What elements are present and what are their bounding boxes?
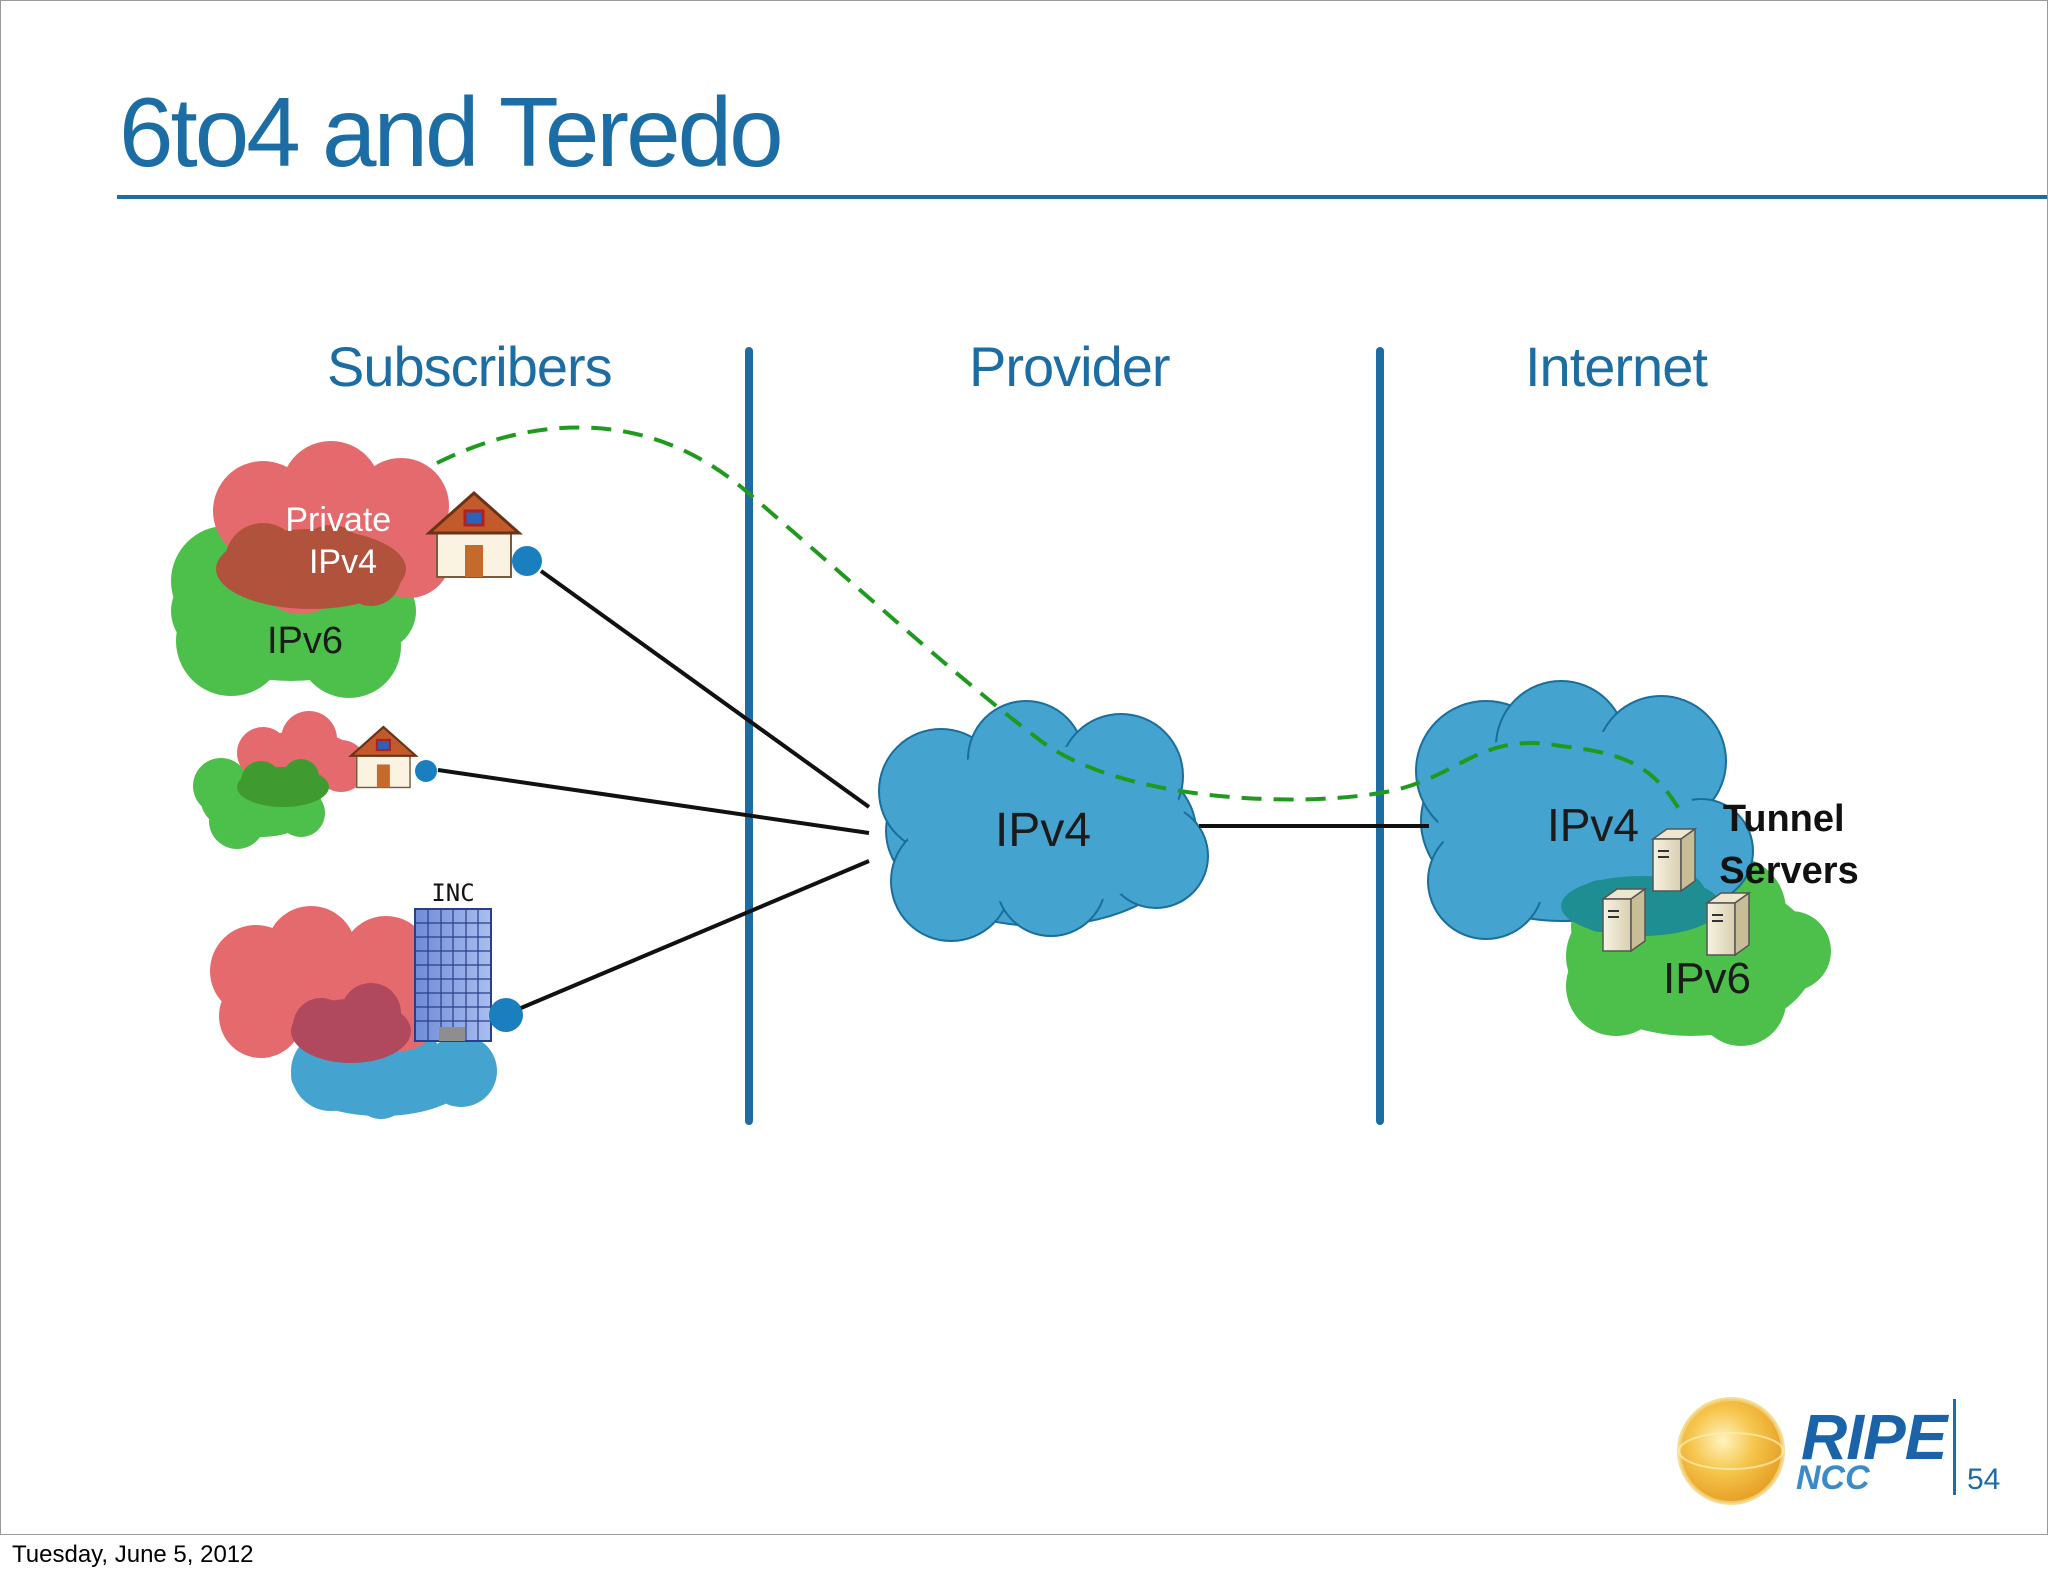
inc-label: INC xyxy=(431,879,474,907)
section-subscribers: Subscribers xyxy=(327,335,613,398)
cloud-provider-ipv4 xyxy=(878,700,1209,942)
internet-ipv6-label: IPv6 xyxy=(1663,954,1751,1003)
ripe-globe-icon xyxy=(1677,1397,1785,1505)
connection-node-subscriber1 xyxy=(512,546,542,576)
server-icon xyxy=(1650,827,1698,893)
house-icon xyxy=(348,725,419,789)
connection-node-subscriber2 xyxy=(415,760,437,782)
network-diagram: INC xyxy=(171,347,1859,1505)
slide: 6to4 and Teredo Subscribers Provider Int… xyxy=(0,0,2048,1535)
server-icon xyxy=(1704,891,1752,957)
link-subscriber2-provider xyxy=(437,768,870,835)
private-ipv4-line1: Private xyxy=(285,501,391,539)
link-subscriber1-provider xyxy=(539,569,871,809)
cloud-subscriber1-overlap xyxy=(216,523,406,609)
footer-date: Tuesday, June 5, 2012 xyxy=(12,1541,254,1568)
tunnel-path xyxy=(436,425,1681,811)
cloud-subscriber3-ipv6-blue xyxy=(291,1021,497,1119)
section-provider: Provider xyxy=(969,335,1171,398)
server-icon xyxy=(1600,887,1648,953)
tunnel-servers-line1: Tunnel xyxy=(1723,798,1845,840)
office-building-icon xyxy=(414,908,492,1042)
page-number: 54 xyxy=(1967,1463,2001,1496)
cloud-internet-ipv4 xyxy=(1415,680,1754,940)
ncc-logo-text: NCC xyxy=(1796,1459,1870,1497)
link-subscriber3-provider xyxy=(520,859,870,1010)
tunnel-servers-label: Tunnel Servers xyxy=(1719,798,1858,892)
provider-ipv4-label: IPv4 xyxy=(995,804,1091,857)
private-ipv4-label: Private IPv4 xyxy=(285,501,400,581)
slide-title: 6to4 and Teredo xyxy=(119,77,784,187)
cloud-subscriber3-overlap xyxy=(291,983,411,1063)
cloud-subscriber2-overlap xyxy=(237,759,329,807)
title-rule xyxy=(117,195,2047,199)
private-ipv4-line2: IPv4 xyxy=(309,543,377,581)
house-icon xyxy=(425,490,523,578)
logo-divider xyxy=(1953,1399,1956,1495)
section-internet: Internet xyxy=(1525,335,1708,398)
ripe-logo-text: RIPE xyxy=(1801,1401,1947,1473)
tunnel-servers-line2: Servers xyxy=(1719,850,1858,892)
subscriber-ipv6-label: IPv6 xyxy=(267,620,343,662)
connection-node-subscriber3 xyxy=(489,998,523,1032)
internet-ipv4-label: IPv4 xyxy=(1547,799,1639,851)
